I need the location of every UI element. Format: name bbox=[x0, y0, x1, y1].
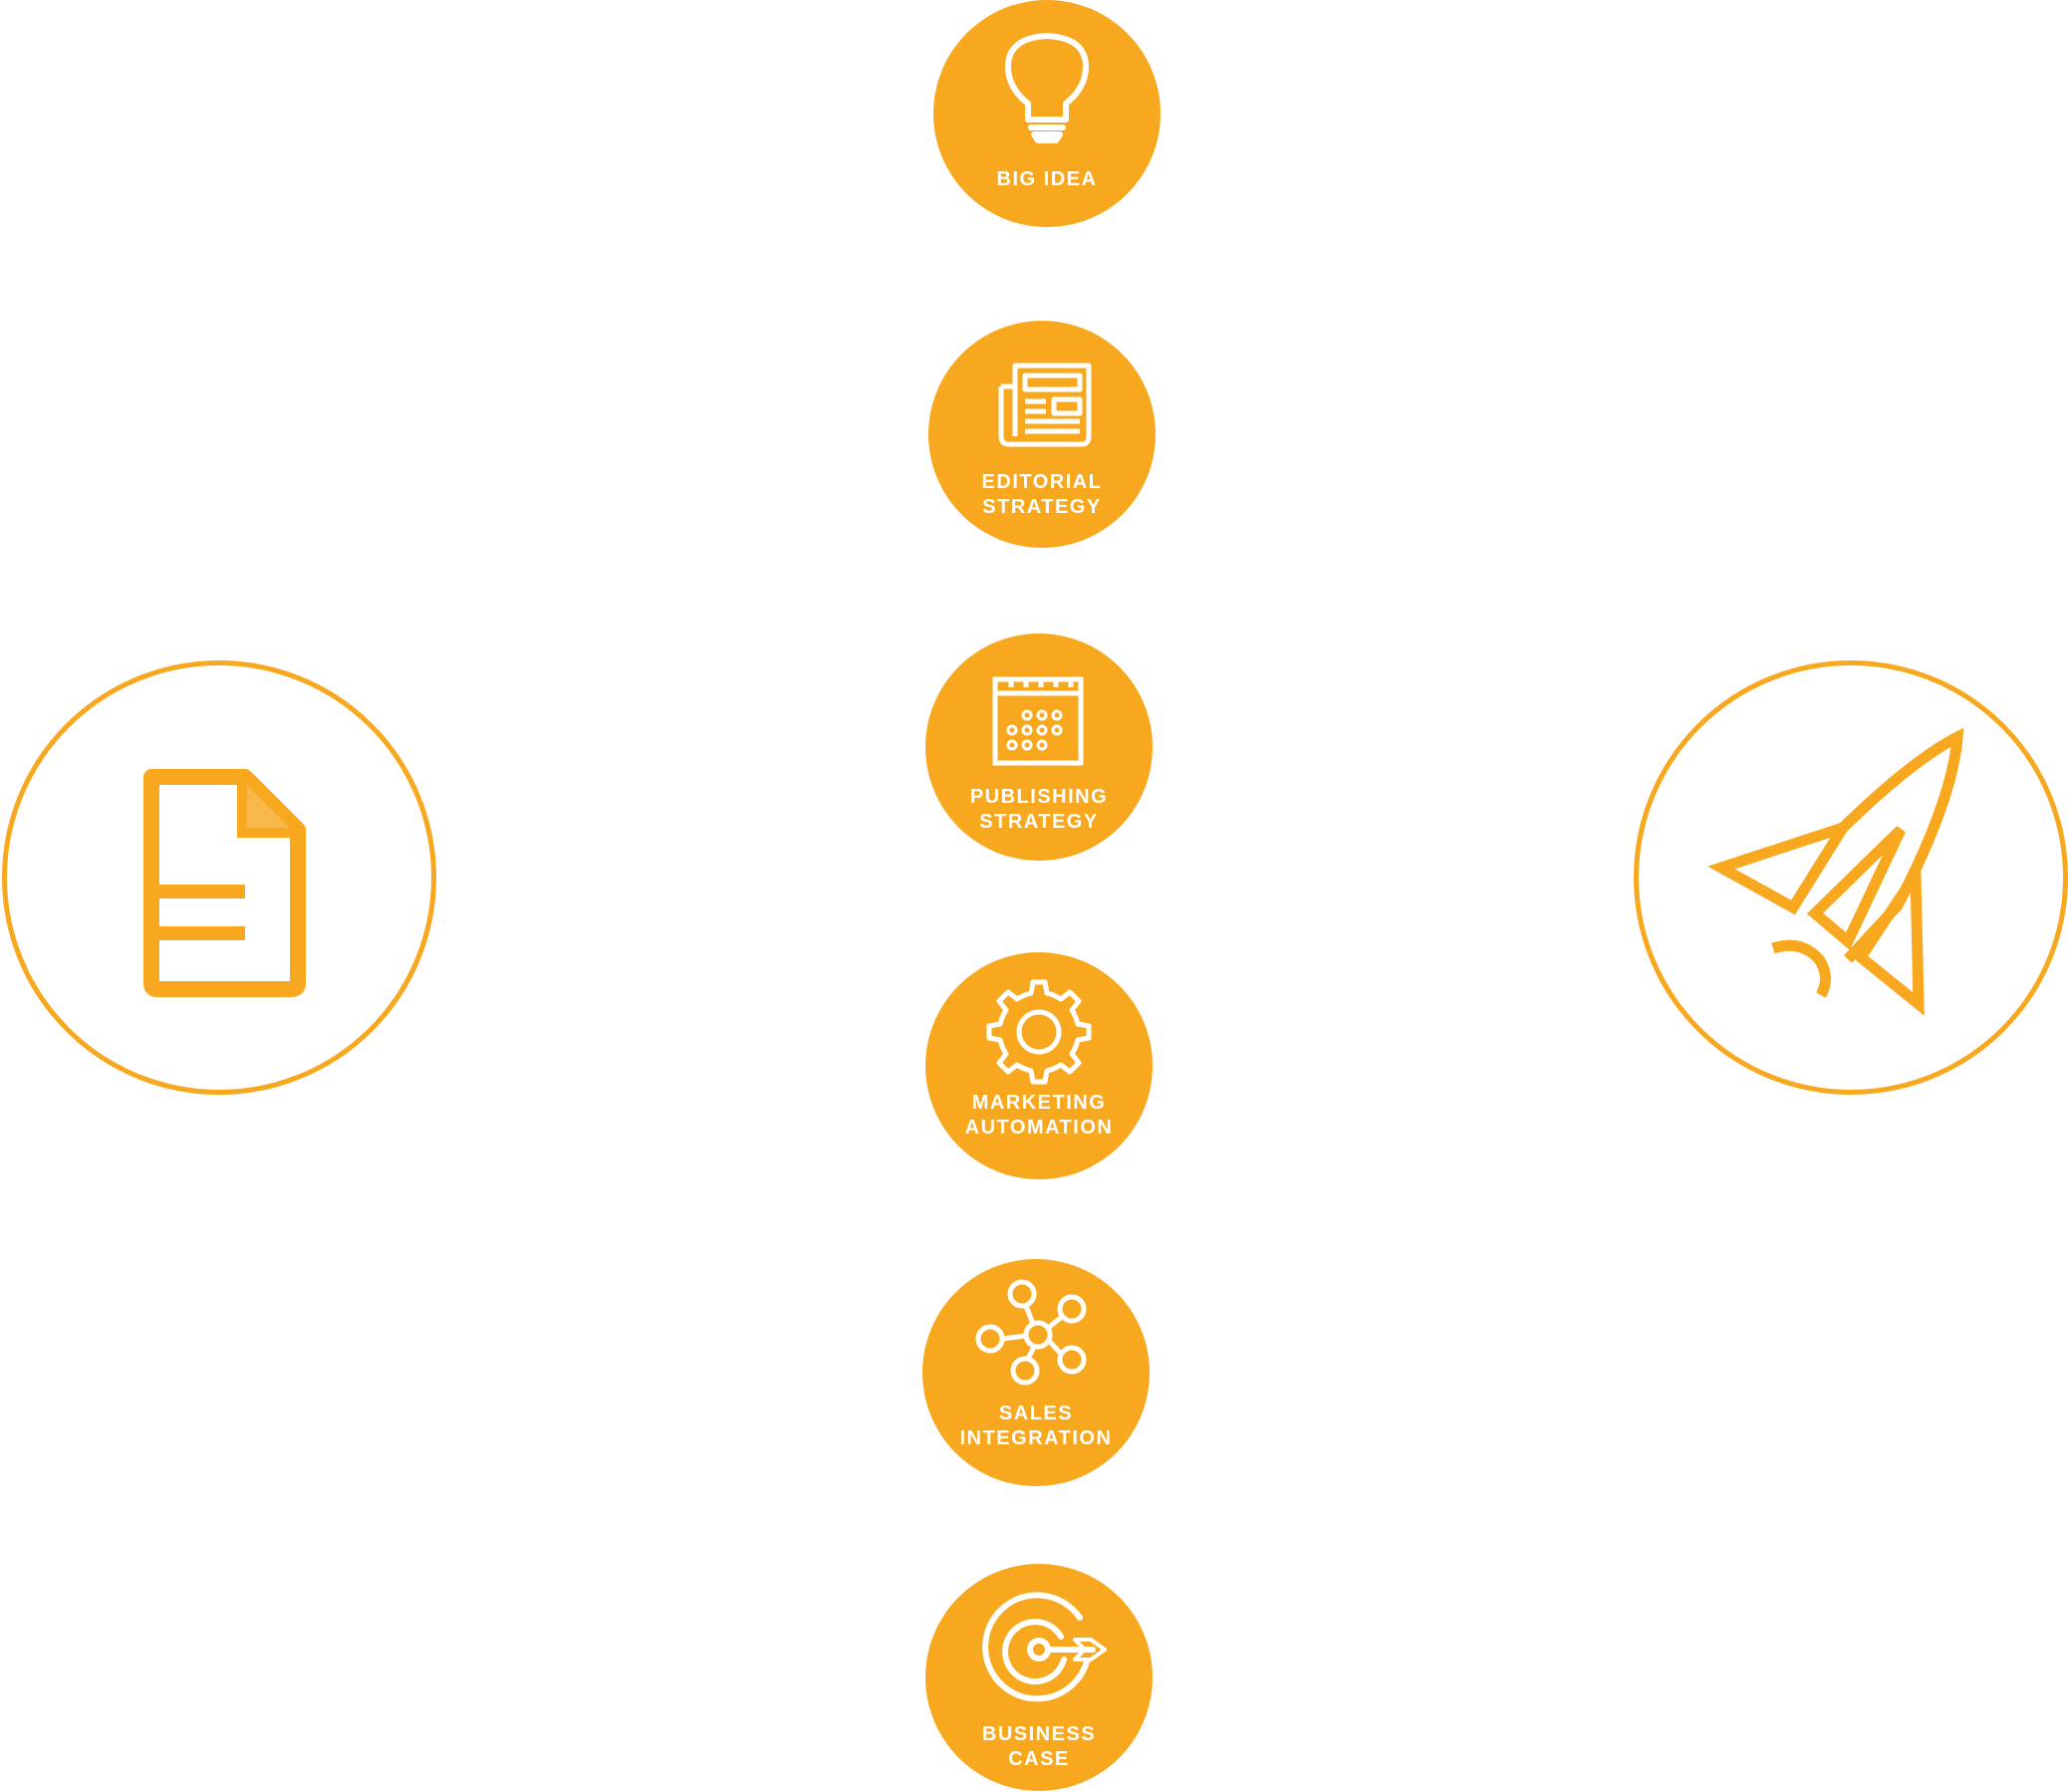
newspaper-icon bbox=[998, 363, 1092, 447]
step-label: BIG IDEA bbox=[996, 168, 1098, 190]
step-publishing-strategy: PUBLISHING STRATEGY bbox=[925, 634, 1153, 861]
step-sales-integration: SALES INTEGRATION bbox=[922, 1259, 1150, 1486]
lightbulb-icon bbox=[1005, 33, 1089, 143]
step-label: MARKETING AUTOMATION bbox=[964, 1092, 1114, 1139]
step-label: PUBLISHING STRATEGY bbox=[969, 786, 1109, 833]
step-big-idea: BIG IDEA bbox=[933, 0, 1161, 227]
gear-icon bbox=[986, 979, 1092, 1085]
end-node bbox=[1634, 660, 2068, 1095]
step-label: SALES INTEGRATION bbox=[959, 1403, 1113, 1449]
rocket-icon bbox=[1707, 727, 1964, 1016]
start-node bbox=[2, 660, 436, 1095]
step-marketing-automation: MARKETING AUTOMATION bbox=[925, 952, 1153, 1179]
step-label: EDITORIAL STRATEGY bbox=[981, 471, 1103, 518]
step-business-case: BUSINESS CASE bbox=[925, 1564, 1153, 1791]
step-editorial-strategy: EDITORIAL STRATEGY bbox=[928, 321, 1156, 548]
target-icon bbox=[982, 1592, 1107, 1702]
step-label: BUSINESS CASE bbox=[981, 1723, 1097, 1770]
network-icon bbox=[975, 1279, 1087, 1386]
calendar-icon bbox=[992, 676, 1084, 766]
document-icon bbox=[143, 769, 306, 997]
